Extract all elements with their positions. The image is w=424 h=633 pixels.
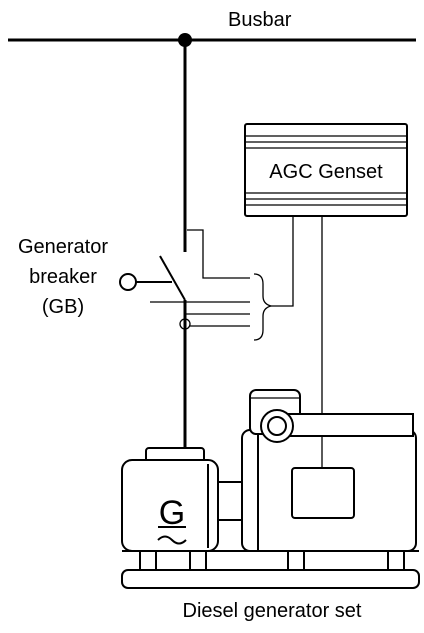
brace-to-controller-wire: [271, 216, 294, 307]
breaker-feedback-wire: [187, 229, 250, 279]
breaker-handle-icon: [119, 273, 137, 291]
measurement-point: [179, 318, 191, 330]
engine-panel: [291, 467, 355, 519]
breaker-label-line1: Generator: [18, 236, 108, 258]
diagram-caption: Diesel generator set: [183, 600, 362, 622]
genset-foot-1: [139, 550, 157, 571]
busbar-label: Busbar: [228, 9, 292, 31]
genset-foot-2: [189, 550, 207, 571]
genset-foot-3: [287, 550, 305, 571]
genset-base-skid: [121, 569, 420, 589]
generator-wave-icon: [157, 535, 187, 545]
intake-pipe: [274, 413, 414, 437]
generator-symbol: G: [159, 494, 185, 532]
breaker-label-line3: (GB): [42, 296, 84, 318]
breaker-blade: [159, 255, 186, 301]
coupling: [217, 481, 243, 521]
breaker-label-line2: breaker: [29, 266, 97, 288]
turbo-inner-circle: [267, 416, 287, 436]
genset-foot-4: [387, 550, 405, 571]
signal-brace: [253, 273, 272, 341]
controller-label: AGC Genset: [269, 161, 383, 183]
